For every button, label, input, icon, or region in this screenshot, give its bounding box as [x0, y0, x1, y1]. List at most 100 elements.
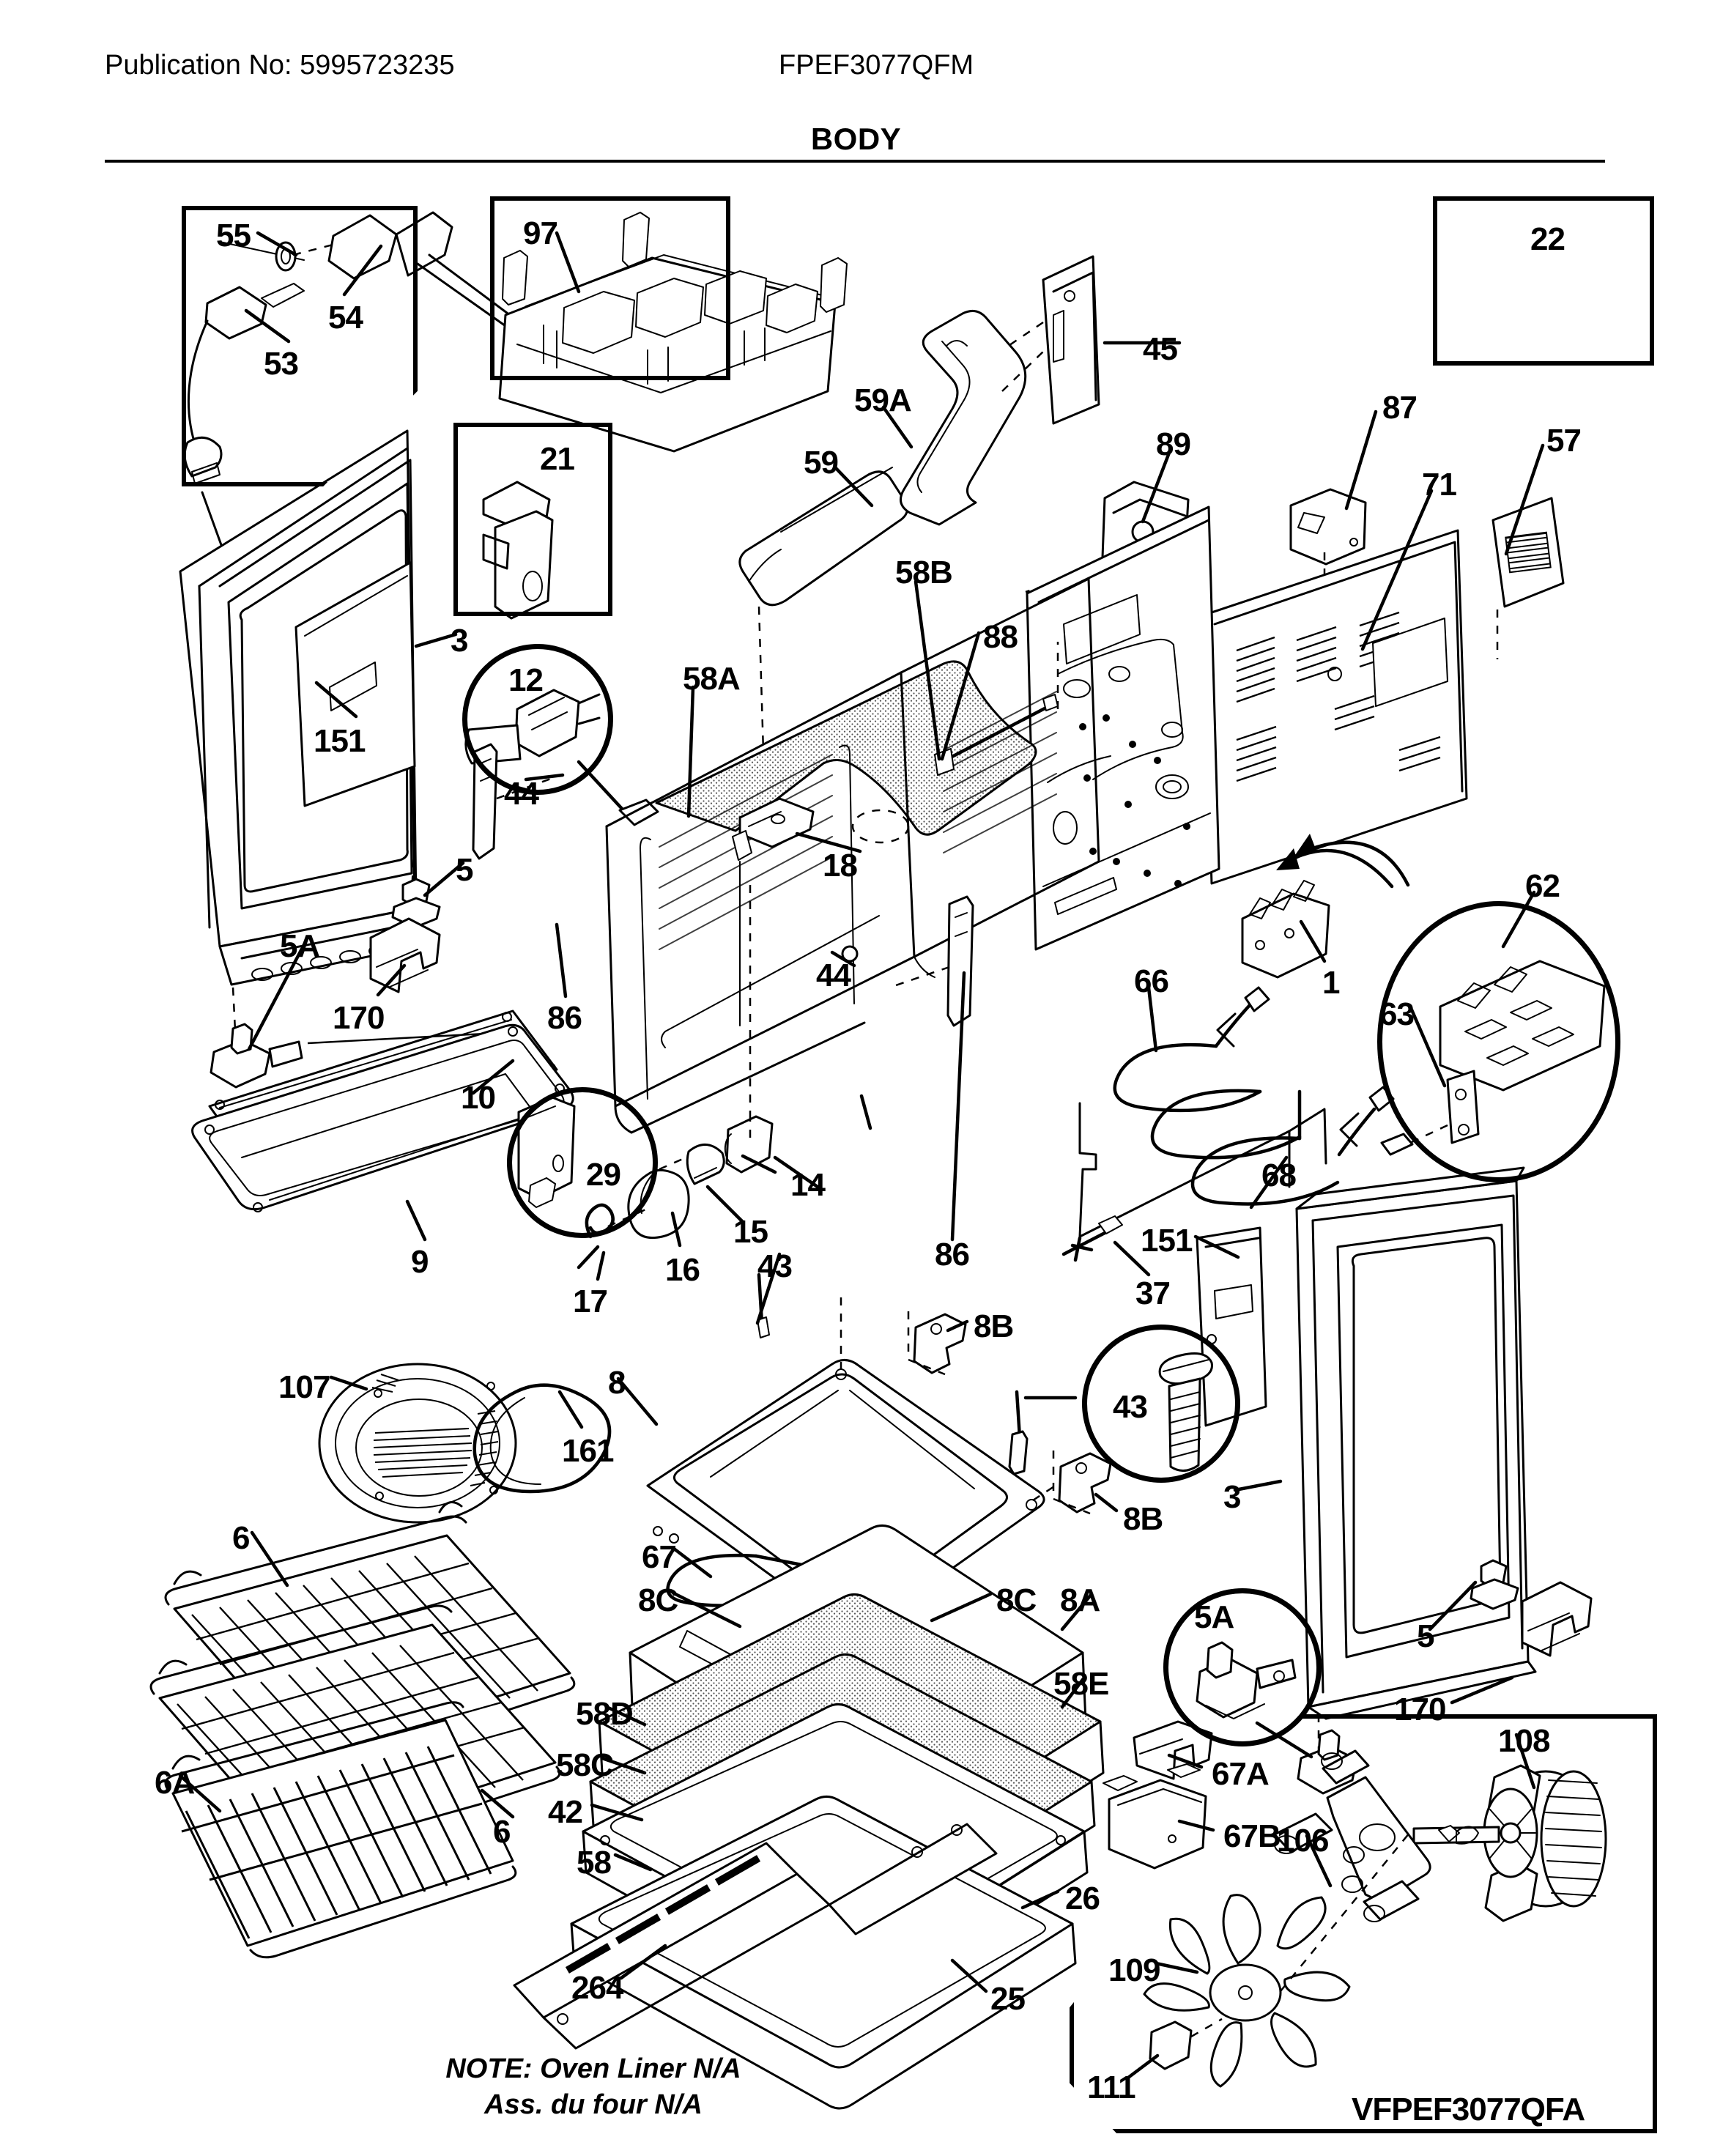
inset-box-bracket: [1433, 196, 1654, 366]
callout-label-58A: 58A: [683, 661, 741, 697]
vent-cover-57-art: [1491, 497, 1565, 659]
callout-label-59: 59: [804, 445, 839, 481]
callout-label-58C: 58C: [556, 1747, 614, 1783]
rod-88-art: [934, 642, 1059, 776]
callout-label-3-right: 3: [1223, 1479, 1242, 1515]
bracket-45-art: [988, 255, 1100, 425]
broil-element-67-art: [666, 1553, 984, 1683]
callout-label-37: 37: [1135, 1275, 1171, 1311]
inset-box-probe: [182, 206, 418, 486]
detail-circle-12: [462, 644, 613, 795]
inset-box-motor-assembly: [1070, 1714, 1657, 2133]
callout-label-68: 68: [1261, 1157, 1297, 1193]
callout-label-14: 14: [790, 1167, 826, 1203]
callout-label-63: 63: [1379, 996, 1415, 1032]
box-67B-art: [1103, 1763, 1207, 1870]
clip-8B-dn-art: [1052, 1451, 1112, 1515]
vent-107-art: [318, 1363, 517, 1524]
callout-label-6A: 6A: [155, 1765, 195, 1801]
callout-label-5-right: 5: [1417, 1618, 1435, 1654]
callout-label-106: 106: [1277, 1823, 1329, 1859]
callout-label-161: 161: [562, 1433, 614, 1469]
callout-label-6-top: 6: [232, 1520, 251, 1556]
inner-back-panel-art: [1026, 505, 1410, 979]
callout-label-12: 12: [508, 662, 544, 698]
bake-element-66-art: [1113, 986, 1395, 1206]
callout-label-44: 44: [816, 957, 851, 993]
callout-label-10: 10: [461, 1080, 496, 1116]
callout-label-170-left: 170: [333, 1000, 385, 1036]
callout-label-111: 111: [1087, 2070, 1136, 2105]
callout-label-55: 55: [216, 218, 251, 253]
callout-label-86-dn: 86: [935, 1237, 970, 1273]
callout-label-54: 54: [328, 300, 363, 336]
callout-label-89: 89: [1156, 426, 1191, 462]
callout-label-42: 42: [548, 1794, 583, 1830]
callout-label-8: 8: [608, 1365, 626, 1401]
callout-label-109: 109: [1108, 1952, 1160, 1988]
inset-model-label: VFPEF3077QFA: [1352, 2092, 1585, 2127]
callout-label-8B-dn: 8B: [1123, 1501, 1163, 1537]
callout-label-170-right: 170: [1394, 1692, 1446, 1727]
callout-label-67A: 67A: [1212, 1756, 1270, 1792]
callout-label-1: 1: [1322, 965, 1341, 1001]
callout-label-151-door: 151: [314, 723, 366, 759]
callout-label-25: 25: [990, 1981, 1026, 2017]
bracket-86-dn-art: [889, 895, 974, 1027]
callout-label-88: 88: [983, 619, 1018, 655]
callout-label-6-bot: 6: [493, 1814, 511, 1850]
callout-label-3-left: 3: [451, 623, 469, 659]
page-title: BODY: [810, 122, 902, 156]
callout-label-264: 264: [571, 1970, 623, 2006]
callout-label-21: 21: [540, 441, 575, 477]
callout-label-86-up: 86: [547, 1000, 582, 1036]
callout-label-53: 53: [264, 346, 299, 382]
oven-liner-note: NOTE: Oven Liner N/A Ass. du four N/A: [440, 2051, 747, 2122]
inset-box-switch: [453, 423, 612, 616]
callout-label-43-up: 43: [757, 1248, 793, 1284]
callout-label-45: 45: [1143, 331, 1178, 367]
vent-tube-59A-art: [900, 309, 1044, 526]
oven-door-left-art: [179, 429, 441, 1089]
callout-label-8C-left: 8C: [638, 1582, 678, 1618]
callout-label-87: 87: [1382, 390, 1418, 426]
note-line-2: Ass. du four N/A: [484, 2089, 703, 2120]
callout-label-5A-circ: 5A: [1194, 1599, 1234, 1635]
bracket-89-art: [1025, 481, 1190, 598]
callout-label-151-right: 151: [1141, 1223, 1193, 1259]
detail-circle-29: [507, 1087, 658, 1238]
callout-label-107: 107: [278, 1369, 330, 1405]
detail-circle-5A: [1163, 1588, 1322, 1746]
detail-circle-62: [1377, 901, 1620, 1182]
callout-label-71: 71: [1422, 467, 1457, 503]
callout-label-57: 57: [1546, 423, 1582, 459]
callout-label-26: 26: [1065, 1881, 1100, 1916]
note-line-1: NOTE: Oven Liner N/A: [445, 2053, 741, 2084]
callout-label-5A-left: 5A: [280, 928, 320, 964]
inset-box-control-board: [490, 196, 730, 380]
callout-label-108: 108: [1498, 1723, 1550, 1759]
model-number: FPEF3077QFM: [779, 50, 974, 81]
callout-label-15: 15: [733, 1214, 768, 1250]
clip-87-art: [1289, 488, 1367, 645]
callout-label-62: 62: [1525, 868, 1560, 904]
callout-label-16: 16: [665, 1252, 700, 1288]
vent-tube-59-art: [738, 467, 908, 752]
callout-label-67B: 67B: [1223, 1818, 1281, 1854]
callout-label-8B-up: 8B: [974, 1308, 1014, 1344]
callout-label-8A: 8A: [1060, 1582, 1100, 1618]
oven-rack-top-art: [164, 1501, 576, 1770]
callout-label-9: 9: [411, 1244, 429, 1280]
callout-label-58: 58: [577, 1845, 612, 1881]
clip-8B-up-art: [907, 1311, 967, 1376]
callout-label-97: 97: [523, 215, 558, 251]
callout-label-22: 22: [1530, 221, 1565, 257]
callout-label-43-circ: 43: [1113, 1389, 1148, 1425]
publication-number: Publication No: 5995723235: [105, 50, 455, 81]
rear-panel-71-art: [1201, 529, 1468, 885]
header-divider: [105, 160, 1605, 163]
callout-label-8C-right: 8C: [996, 1582, 1037, 1618]
callout-label-18: 18: [823, 848, 858, 883]
screw-43-line-art: [757, 1273, 1029, 1475]
